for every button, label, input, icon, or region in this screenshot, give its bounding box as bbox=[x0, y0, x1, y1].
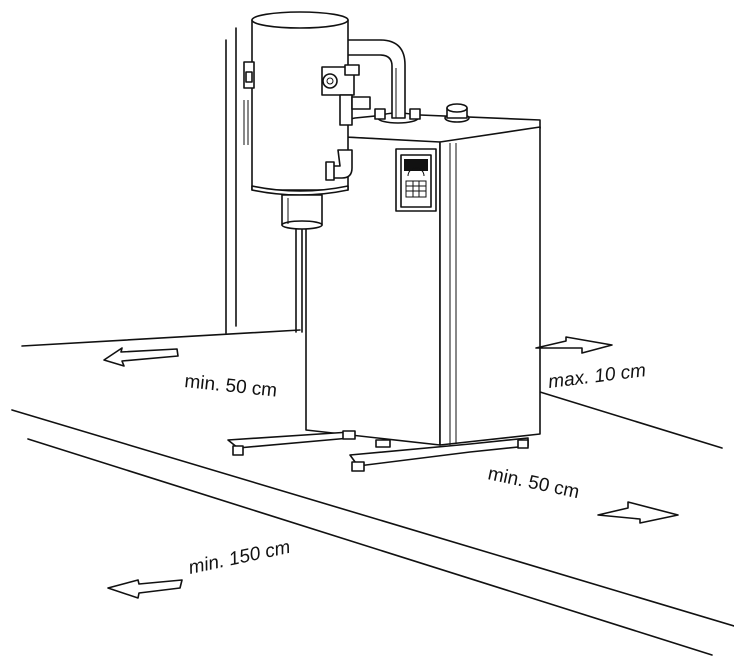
label-front-side-clearance: min. 50 cm bbox=[486, 463, 581, 503]
arrow-front-clearance bbox=[107, 579, 183, 599]
connection-pipe bbox=[345, 39, 406, 119]
control-panel bbox=[395, 148, 437, 212]
arrow-left-clearance bbox=[103, 347, 179, 367]
label-right-clearance: max. 10 cm bbox=[547, 360, 647, 393]
clearance-arrows bbox=[103, 336, 679, 599]
arrow-right-clearance bbox=[535, 336, 613, 354]
label-front-clearance: min. 150 cm bbox=[187, 537, 293, 579]
top-fittings bbox=[374, 103, 470, 124]
arrow-front-side-clearance bbox=[597, 501, 679, 524]
separator-cylinder bbox=[243, 11, 371, 230]
label-left-clearance: min. 50 cm bbox=[183, 371, 278, 402]
room-lines bbox=[11, 27, 734, 656]
appliance-feet bbox=[227, 430, 529, 472]
